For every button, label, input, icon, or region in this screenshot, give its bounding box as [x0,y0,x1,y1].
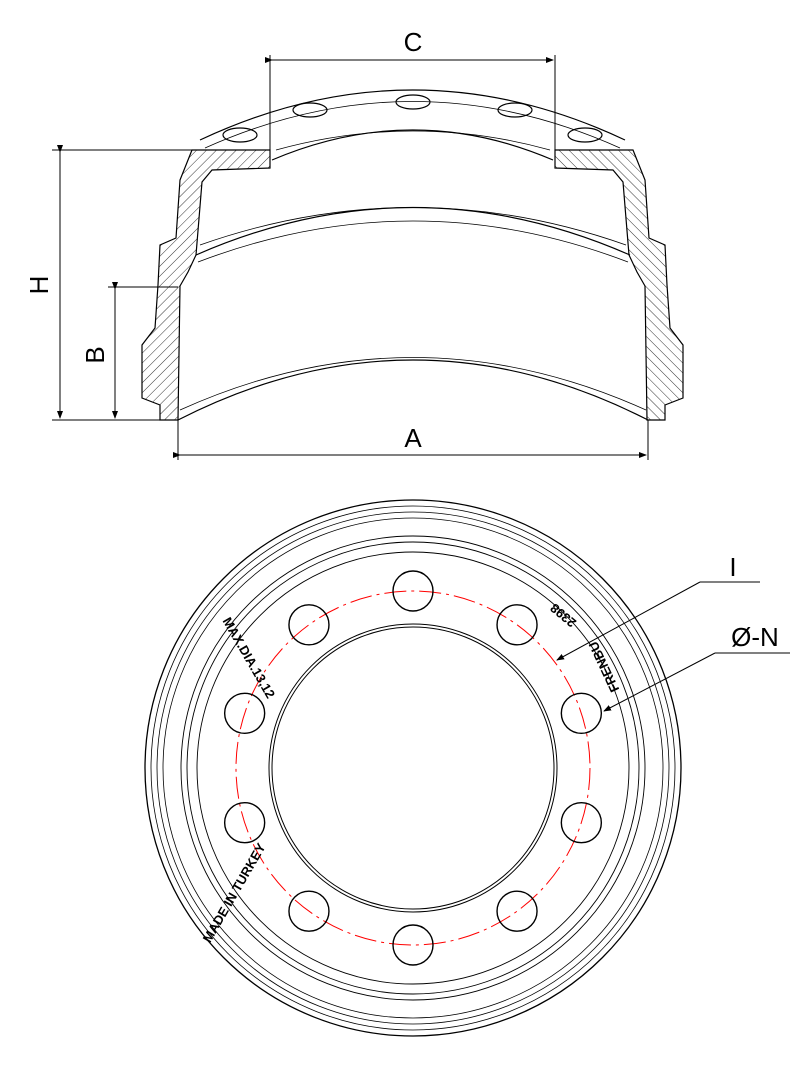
emboss-part-no: 2398 [547,600,579,630]
open-end-arc [177,359,649,421]
dim-c-label: C [404,27,423,57]
front-view [144,499,682,1037]
dim-h-label: H [24,276,54,295]
bolt-holes [223,570,603,966]
flange-top-arc [199,89,626,141]
dim-a-label: A [404,423,422,453]
flange-bolt-holes [222,94,603,143]
dim-i-label: I [729,552,736,582]
dim-n-label: Ø-N [731,622,779,652]
dim-b-label: B [80,346,110,363]
bolt-hole [223,801,266,844]
leaders [556,581,790,712]
bolt-hole [392,570,434,612]
leader-i [556,581,701,661]
bolt-hole [288,604,330,646]
bolt-hole [288,890,330,932]
dimension-lines [52,55,649,460]
section-view [141,89,684,421]
bolt-hole [223,692,266,735]
bolt-hole [496,890,538,932]
pitch-circle [235,590,591,946]
center-bore [268,623,558,913]
embossed-text: MAX.DIA.13,12 MADE IN TURKEY FRENBU 2398 [200,600,623,945]
inner-wall-arc [195,206,631,256]
left-section [141,149,271,421]
bolt-hole [560,801,603,844]
right-section [554,149,684,421]
bolt-hole [496,604,538,646]
bolt-hole [560,692,603,735]
bolt-hole [392,924,434,966]
emboss-made-in: MADE IN TURKEY [200,840,269,945]
leader-n [603,652,716,712]
